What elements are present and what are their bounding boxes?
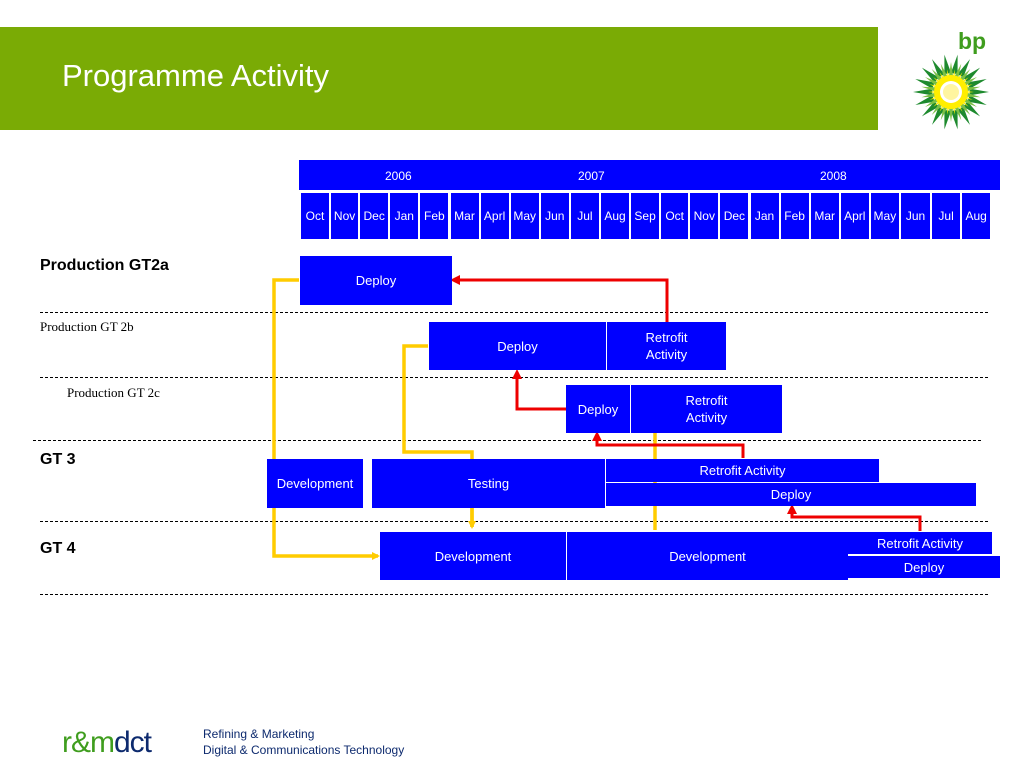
month-label: Feb <box>420 193 449 239</box>
bar-label: Deploy <box>770 487 812 502</box>
month-label: Jun <box>540 193 569 239</box>
month-label: Jun <box>901 193 930 239</box>
month-label: Jan <box>750 193 779 239</box>
bar-label: Testing <box>467 476 510 491</box>
month-label: Aug <box>962 193 991 239</box>
month-label: Oct <box>301 193 329 239</box>
bar-label: Retrofit <box>645 330 688 345</box>
bp-helios-logo-icon <box>913 54 989 130</box>
bar-label: Deploy <box>355 273 397 288</box>
month-label: May <box>870 193 899 239</box>
row-label-gt4: GT 4 <box>40 540 76 557</box>
month-label: Oct <box>661 193 689 239</box>
bar-label: Retrofit <box>685 393 728 408</box>
dependency-arrow <box>787 504 922 531</box>
footer-line: Refining & Marketing <box>203 727 315 741</box>
month-label: Jul <box>570 193 599 239</box>
logo-part: r&m <box>62 726 115 759</box>
gt3-development-bar: Development <box>267 459 363 508</box>
gt4-retrofit-bar: Retrofit Activity <box>848 532 992 554</box>
row-separator <box>33 440 981 441</box>
dependency-arrow <box>512 369 567 411</box>
year-label: 2006 <box>385 169 412 183</box>
year-label: 2007 <box>578 169 605 183</box>
gt3-retrofit-bar: Retrofit Activity <box>606 459 879 482</box>
month-label: Feb <box>780 193 809 239</box>
gt2c-deploy-bar: Deploy <box>566 385 630 433</box>
row-label-gt3: GT 3 <box>40 451 76 468</box>
month-label: Nov <box>331 193 359 239</box>
rmdct-logo: r&mdct <box>62 726 152 760</box>
gt3-deploy-bar: Deploy <box>606 483 976 506</box>
bar-label: Deploy <box>497 338 538 354</box>
month-label: Dec <box>720 193 749 239</box>
gt2b-retrofit-bar: Retrofit Activity <box>606 322 726 370</box>
month-label: Jul <box>932 193 961 239</box>
bar-label: Development <box>434 548 512 564</box>
month-label: Jan <box>390 193 419 239</box>
month-label: Aprl <box>480 193 509 239</box>
row-label-production-gt2a: Production GT2a <box>40 257 169 274</box>
gt2a-deploy-bar: Deploy <box>300 256 452 305</box>
dependency-arrow <box>450 275 669 322</box>
year-label: 2008 <box>820 169 847 183</box>
logo-part: dct <box>114 726 152 759</box>
month-label: Sep <box>631 193 660 239</box>
row-separator <box>40 594 988 595</box>
gt3-testing-bar: Testing <box>372 459 605 508</box>
month-label: Aug <box>601 193 629 239</box>
row-label-production-gt2b: Production GT 2b <box>40 319 134 334</box>
year-header: 2006 2007 2008 <box>299 160 1000 190</box>
gt2c-retrofit-bar: Retrofit Activity <box>630 385 782 433</box>
bar-label: Retrofit Activity <box>877 535 963 551</box>
month-label: Mar <box>810 193 839 239</box>
dependency-arrow <box>272 278 380 560</box>
month-label: Mar <box>450 193 479 239</box>
bar-label: Deploy <box>903 559 945 575</box>
row-separator <box>40 312 988 313</box>
month-label: Dec <box>360 193 389 239</box>
gt2b-deploy-bar: Deploy <box>429 322 606 370</box>
month-label: Nov <box>690 193 719 239</box>
bp-logo-text: bp <box>958 28 987 54</box>
month-label: May <box>510 193 539 239</box>
row-separator <box>40 521 988 522</box>
gt4-deploy-bar: Deploy <box>848 556 1000 578</box>
bar-label: Activity <box>685 410 728 425</box>
bar-label: Retrofit Activity <box>699 463 786 478</box>
month-label: Aprl <box>840 193 869 239</box>
row-label-production-gt2c: Production GT 2c <box>67 385 160 400</box>
gt4-development-bar: Development <box>380 532 566 580</box>
dependency-arrow <box>592 431 745 458</box>
bar-label: Activity <box>645 347 688 362</box>
bar-label: Deploy <box>577 401 619 417</box>
bar-label: Development <box>276 476 354 491</box>
page-title: Programme Activity <box>62 58 330 93</box>
gt4-development-bar-2: Development <box>566 532 848 580</box>
bar-label: Development <box>669 548 746 564</box>
footer-line: Digital & Communications Technology <box>203 743 405 757</box>
title-banner <box>0 27 878 130</box>
